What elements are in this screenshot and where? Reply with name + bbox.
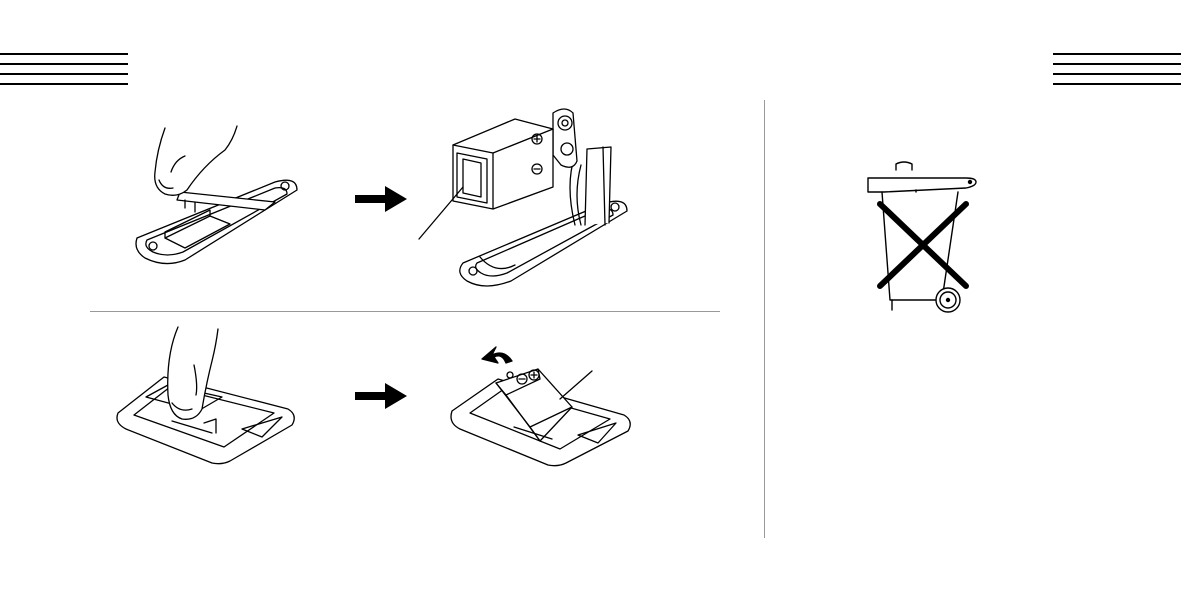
right-arrow-icon bbox=[355, 186, 407, 212]
battery-connector-icon bbox=[415, 105, 640, 290]
remove-battery-icon bbox=[448, 345, 638, 467]
vertical-divider bbox=[764, 100, 765, 538]
right-arrow-icon bbox=[355, 383, 407, 409]
horizontal-divider bbox=[90, 311, 720, 312]
corner-rule-left bbox=[0, 53, 128, 85]
press-latch-icon bbox=[112, 325, 302, 465]
battery-cover-open-icon bbox=[125, 120, 310, 270]
crossed-out-wheelie-bin-icon bbox=[862, 160, 984, 316]
corner-rule-right bbox=[1053, 53, 1181, 85]
